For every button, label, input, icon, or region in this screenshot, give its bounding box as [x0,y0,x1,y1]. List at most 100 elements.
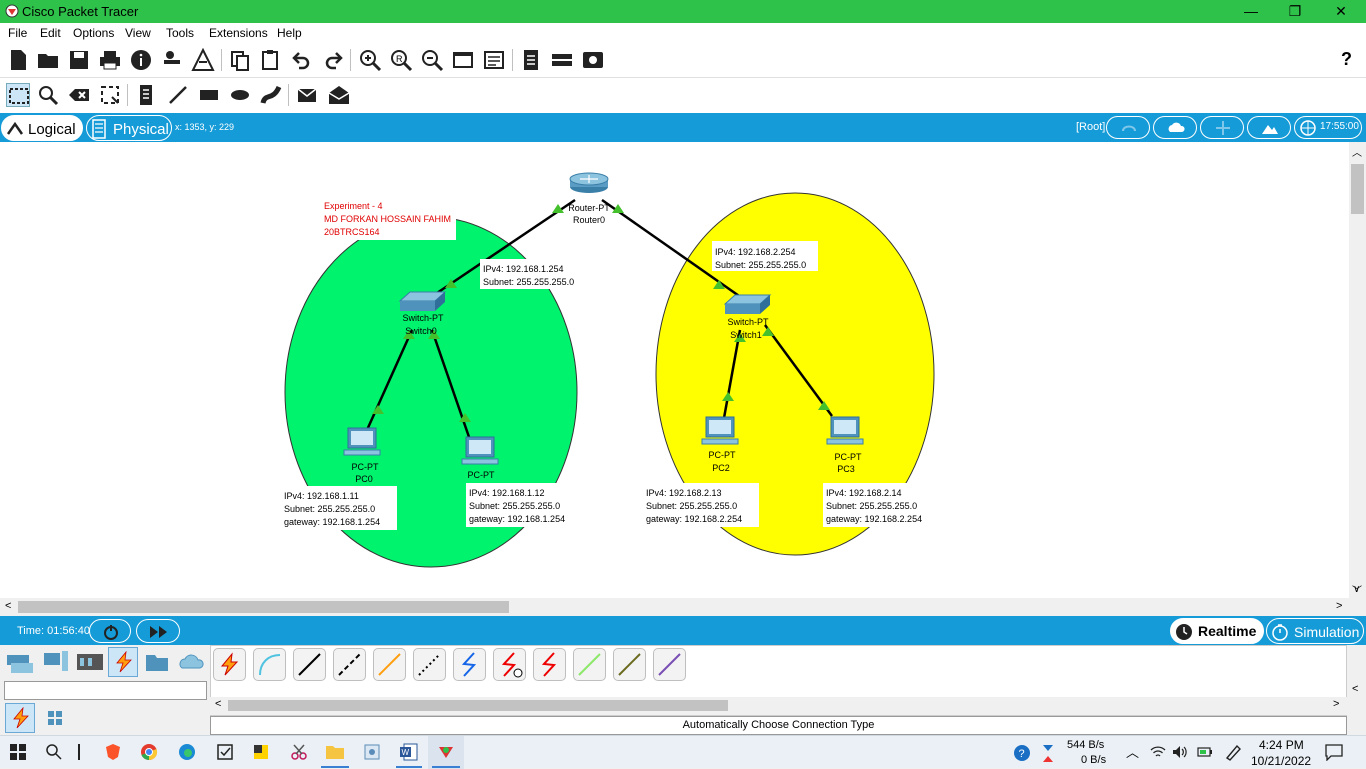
wifi-icon[interactable] [1150,745,1166,759]
horizontal-scroll-thumb[interactable] [18,601,509,613]
menu-file[interactable]: File [8,26,28,40]
save-icon[interactable] [67,48,91,72]
delete-tool-icon[interactable] [67,83,91,107]
zoom-in-icon[interactable] [358,48,382,72]
search-icon[interactable] [46,744,62,760]
help-circle-icon[interactable]: ? [1013,744,1031,762]
multiuser-icon[interactable] [177,652,205,672]
new-cluster-button[interactable] [1106,116,1150,139]
paste-icon[interactable] [259,48,283,72]
draw-ellipse-icon[interactable] [228,83,252,107]
link-switch1-pc2[interactable] [722,329,742,419]
menu-help[interactable]: Help [277,26,302,40]
link-switch1-pc3[interactable] [763,324,834,417]
packet-tracer-taskbar-button[interactable] [428,736,464,769]
scroll-right-icon[interactable]: > [1336,600,1343,612]
notes-icon[interactable] [519,48,543,72]
select-tool-icon[interactable] [6,83,30,107]
drawing-palette-icon[interactable] [451,48,475,72]
panel-scroll[interactable]: < [1349,645,1366,735]
volume-icon[interactable] [1172,745,1188,759]
vertical-scroll-thumb[interactable] [1351,164,1364,214]
help-icon[interactable]: ? [1341,49,1352,69]
connection-list-scrollbar[interactable]: < > [210,697,1347,715]
open-folder-icon[interactable] [36,48,60,72]
task-view-icon[interactable] [78,744,80,760]
redo-icon[interactable] [321,48,345,72]
set-background-button[interactable] [1247,116,1291,139]
serial-dte-button[interactable] [533,648,566,681]
close-button[interactable]: ✕ [1335,3,1347,19]
notification-icon[interactable] [1325,744,1343,761]
pen-icon[interactable] [1224,743,1242,761]
auto-connection-button[interactable] [213,648,246,681]
topology-canvas[interactable]: Experiment - 4 MD FORKAN HOSSAIN FAHIM 2… [0,142,1366,616]
power-cycle-button[interactable] [89,619,131,643]
pc3-ip-note[interactable]: IPv4: 192.168.2.14 Subnet: 255.255.255.0… [823,483,939,527]
taskbar-time[interactable]: 4:24 PM [1259,738,1304,752]
switch1-device[interactable]: Switch-PT Switch1 [723,294,772,340]
network-devices-icon[interactable] [5,649,35,675]
menu-tools[interactable]: Tools [166,26,195,40]
tab-physical[interactable]: Physical [86,115,172,141]
serial-dce-button[interactable] [493,648,526,681]
tray-overflow-icon[interactable]: ︿ [1126,745,1140,760]
device-rack-icon[interactable] [550,48,574,72]
iot-cable-button[interactable] [613,648,646,681]
menu-view[interactable]: View [125,26,151,40]
phone-cable-button[interactable] [413,648,446,681]
place-note-icon[interactable] [134,83,158,107]
scroll-up-icon[interactable]: ︿ [1352,148,1362,159]
connections-subcategory[interactable] [5,703,35,733]
connections-category[interactable] [108,647,138,677]
menu-options[interactable]: Options [73,26,115,40]
root-breadcrumb[interactable]: [Root] [1076,121,1106,133]
vertical-scrollbar[interactable]: ︿ ﹀ [1349,142,1366,598]
draw-line-icon[interactable] [166,83,190,107]
scroll-down-icon[interactable]: ﹀ [1352,586,1362,597]
pc2-ip-note[interactable]: IPv4: 192.168.2.13 Subnet: 255.255.255.0… [643,483,759,527]
grid-icon[interactable] [46,709,64,727]
misc-icon[interactable] [144,651,170,673]
undo-icon[interactable] [290,48,314,72]
list-scroll-thumb[interactable] [228,700,728,711]
end-devices-icon[interactable] [42,649,70,675]
cloud-button[interactable] [1153,116,1197,139]
network-info-icon[interactable] [160,48,184,72]
octal-cable-button[interactable] [573,648,606,681]
fiber-button[interactable] [373,648,406,681]
realtime-mode-button[interactable]: Realtime [1170,618,1264,644]
scroll-left-icon[interactable]: < [1352,683,1359,695]
screenshot-icon[interactable] [581,48,605,72]
horizontal-scrollbar[interactable]: < > [0,598,1349,616]
copper-straight-button[interactable] [293,648,326,681]
todo-icon[interactable] [216,743,234,761]
pc1-ip-note[interactable]: IPv4: 192.168.1.12 Subnet: 255.255.255.0… [466,483,582,527]
print-icon[interactable] [98,48,122,72]
battery-icon[interactable] [1197,745,1213,759]
menu-edit[interactable]: Edit [40,26,61,40]
chrome-icon[interactable] [140,743,158,761]
device-search-input[interactable] [4,681,207,700]
activity-wizard-icon[interactable] [191,47,215,72]
simulation-mode-button[interactable]: Simulation [1266,618,1364,644]
logical-workspace[interactable]: Experiment - 4 MD FORKAN HOSSAIN FAHIM 2… [0,142,1366,616]
console-cable-button[interactable] [253,648,286,681]
add-complex-pdu-icon[interactable] [327,83,351,107]
viewport-button[interactable]: 17:55:00 [1294,116,1362,139]
brave-browser-icon[interactable] [104,743,122,761]
freeform-draw-icon[interactable] [259,83,283,107]
scroll-right-icon[interactable]: > [1333,698,1340,710]
copper-cross-button[interactable] [333,648,366,681]
zoom-reset-icon[interactable]: R [389,48,413,72]
menu-extensions[interactable]: Extensions [209,26,268,40]
windows-start-icon[interactable] [10,744,26,760]
pc3-device[interactable]: PC-PT PC3 [826,416,864,474]
fast-forward-button[interactable] [136,619,180,643]
resize-tool-icon[interactable] [98,83,122,107]
tab-logical[interactable]: Logical [1,115,83,141]
draw-rectangle-icon[interactable] [197,83,221,107]
new-file-icon[interactable] [6,48,30,72]
zoom-out-icon[interactable] [420,48,444,72]
add-simple-pdu-icon[interactable] [296,83,320,107]
